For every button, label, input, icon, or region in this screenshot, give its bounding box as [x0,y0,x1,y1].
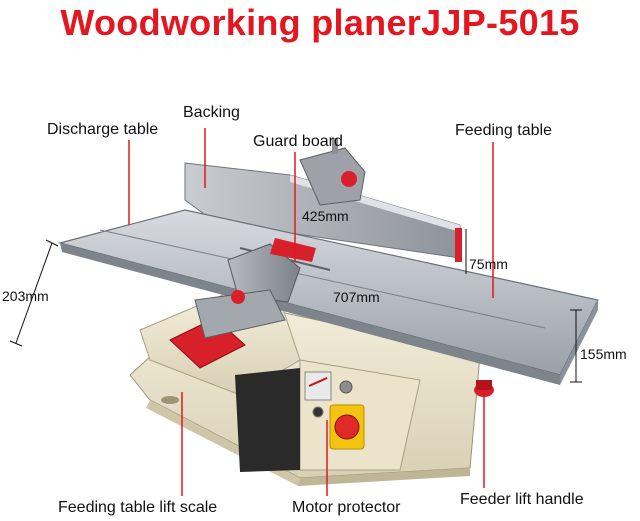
dim-label-425: 425mm [302,208,349,224]
dim-203-tick-bottom [9,340,23,347]
cutter-guard [169,238,316,369]
dim-label-707: 707mm [333,289,380,305]
label-feeder-lift-handle: Feeder lift handle [460,491,584,508]
work-tables [57,209,599,385]
label-motor-protector: Motor protector [292,499,401,516]
callout-lines [128,128,494,496]
dim-label-155: 155mm [580,346,627,362]
dim-label-203: 203mm [2,288,49,304]
label-discharge-table: Discharge table [47,121,159,138]
product-title: Woodworking planerJJP-5015 [60,2,580,43]
backing-fence [184,138,462,262]
dim-label-75: 75mm [469,256,508,272]
control-panel [235,368,365,472]
label-backing: Backing [183,104,240,121]
label-guard-board: Guard board [253,133,343,150]
dim-203-tick-top [45,239,59,247]
dimension-lines [9,229,582,383]
feeder-lift-handle [474,380,494,397]
label-feeding-table: Feeding table [455,122,552,139]
label-feeding-table-lift-scale: Feeding table lift scale [58,499,218,516]
dim-203-line [15,242,53,344]
